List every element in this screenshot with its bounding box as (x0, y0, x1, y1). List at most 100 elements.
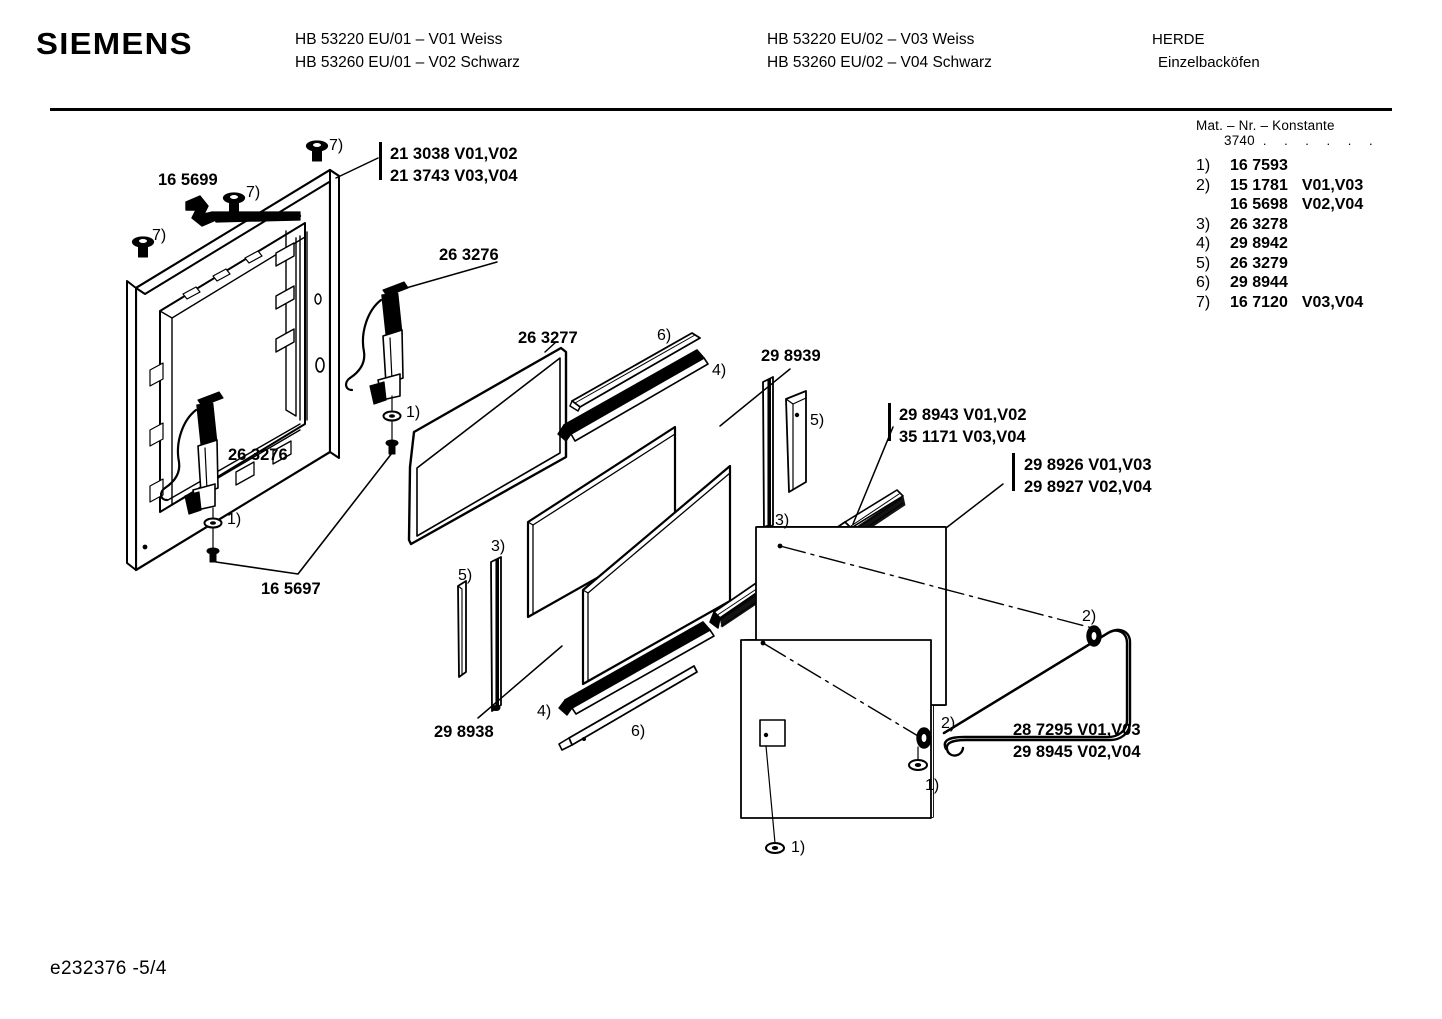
ref-7-top: 7) (329, 137, 344, 154)
grommet-2-left (916, 727, 932, 749)
ref-1-hinge-lower: 1) (227, 511, 242, 528)
ref-6-top-seal: 6) (657, 327, 672, 344)
legend-variant: V03,V04 (1301, 293, 1364, 311)
legend-row: 7) 16 7120 V03,V04 (1196, 294, 1363, 314)
legend-row: 2) 15 1781 V01,V03 (1196, 177, 1363, 197)
ref-3-upper-trim: 3) (775, 512, 790, 529)
callout-top-rail: 29 8943 V01,V02 35 1171 V03,V04 (899, 406, 1027, 446)
ref-4-bottom-seal: 4) (537, 703, 552, 720)
callout-handle-wire: 28 7295 V01,V03 29 8945 V02,V04 (1013, 721, 1141, 761)
hinge-upper-26-3276 (345, 281, 409, 455)
legend-index: 4) (1196, 235, 1211, 252)
legend-block: Mat. – Nr. – Konstante 3740 . . . . . . 1… (1196, 118, 1380, 313)
legend-row: 16 5698 V02,V04 (1196, 196, 1363, 216)
callout-seal-29-8938: 29 8938 (434, 723, 494, 741)
legend-row: 3) 26 3278 (1196, 216, 1363, 236)
callout-hinge-lower: 26 3276 (228, 446, 288, 464)
seal-strip-6-top (569, 332, 701, 412)
legend-variant (1302, 157, 1363, 177)
legend-row: 1) 16 7593 (1196, 157, 1363, 177)
legend-index: 6) (1196, 274, 1211, 291)
grommet-2-right (1086, 625, 1102, 647)
inner-panel-iso (745, 527, 945, 817)
seal-strip-4-bottom (558, 621, 715, 716)
ref-1-hinge-upper: 1) (406, 404, 421, 421)
ref-2-right: 2) (1082, 608, 1097, 625)
legend-table: 1) 16 7593 2) 15 1781 V01,V03 16 5698 V0… (1196, 157, 1363, 313)
legend-index: 7) (1196, 293, 1211, 311)
callout-bracket-16-5699: 16 5699 (158, 171, 218, 189)
legend-variant: V02,V04 (1301, 196, 1364, 213)
callout-seal-29-8939: 29 8939 (761, 347, 821, 365)
legend-part-number: 16 5698 (1230, 196, 1288, 213)
category-column: HERDE Einzelbacköfen (1152, 28, 1260, 74)
ref-4-top-seal: 4) (712, 362, 727, 379)
ref-7-left: 7) (152, 227, 167, 244)
legend-index: 5) (1196, 254, 1211, 272)
glass-panel-inner (581, 464, 732, 686)
model-column-1: HB 53220 EU/01 – V01 Weiss HB 53260 EU/0… (295, 28, 520, 74)
back-panel-far (755, 526, 1101, 717)
glass-panel-middle (526, 425, 677, 619)
legend-row: 6) 29 8944 (1196, 274, 1363, 294)
legend-index: 3) (1196, 215, 1211, 233)
ref-5-upper-trim: 5) (810, 412, 825, 429)
model-line: HB 53220 EU/01 – V01 Weiss (295, 31, 503, 48)
callout-hinge-upper: 26 3276 (439, 246, 499, 264)
back-panel-near (740, 639, 932, 819)
glass-panel-26-3277 (407, 346, 568, 546)
trim-5-lower-left (457, 580, 467, 678)
legend-row: 5) 26 3279 (1196, 255, 1363, 275)
model-line: HB 53220 EU/02 – V03 Weiss (767, 31, 975, 48)
ref-1-panel-bottom: 1) (791, 839, 806, 856)
header-divider (50, 108, 1392, 111)
category-label: HERDE (1152, 31, 1205, 48)
legend-variant (1302, 235, 1363, 255)
legend-part-number: 16 7120 (1230, 293, 1288, 311)
model-column-2: HB 53220 EU/02 – V03 Weiss HB 53260 EU/0… (767, 28, 992, 74)
inner-panel-29-8926 (744, 526, 946, 818)
callout-rod-16-5697: 16 5697 (261, 580, 321, 598)
washer-1-right (908, 746, 928, 771)
callout-bar-strip (888, 403, 891, 441)
screw-7-middle (222, 192, 246, 214)
ref-2-left: 2) (941, 715, 956, 732)
trim-5-upper-right (785, 390, 807, 493)
legend-part-number: 16 7593 (1230, 157, 1288, 174)
callout-frame-panel: 21 3038 V01,V02 21 3743 V03,V04 (390, 145, 518, 185)
legend-part-number: 29 8944 (1230, 274, 1288, 291)
legend-constant-row: 3740 . . . . . . (1224, 133, 1380, 148)
legend-part-number: 15 1781 (1230, 176, 1288, 194)
hinge-lower-26-3276 (160, 391, 224, 563)
seal-strip-6-bottom (558, 665, 698, 751)
ref-1-panel-right: 1) (925, 777, 940, 794)
seal-strip-4-top (557, 349, 709, 442)
legend-variant (1302, 255, 1363, 275)
callout-bar-inner-panel (1012, 453, 1015, 491)
rod-16-5697 (215, 452, 393, 575)
subcategory-label: Einzelbacköfen (1158, 54, 1260, 71)
siemens-logo: SIEMENS (36, 26, 193, 61)
model-line: HB 53260 EU/01 – V02 Schwarz (295, 54, 520, 71)
screw-7-left (131, 236, 155, 258)
legend-index: 1) (1196, 157, 1211, 174)
legend-part-number: 29 8942 (1230, 235, 1288, 252)
callout-inner-panel: 29 8926 V01,V03 29 8927 V02,V04 (1024, 456, 1152, 496)
legend-index (1196, 196, 1230, 216)
legend-constant: 3740 (1224, 133, 1255, 148)
legend-variant: V01,V03 (1301, 176, 1364, 194)
legend-row: 4) 29 8942 (1196, 235, 1363, 255)
legend-variant (1302, 216, 1363, 236)
legend-part-number: 26 3279 (1230, 254, 1288, 272)
model-line: HB 53260 EU/02 – V04 Schwarz (767, 54, 992, 71)
legend-part-number: 26 3278 (1230, 215, 1288, 233)
drawing-number: e232376 -5/4 (50, 958, 167, 979)
trim-3-upper-right (762, 376, 774, 532)
legend-dots: . . . . . . (1262, 133, 1380, 148)
legend-title: Mat. – Nr. – Konstante (1196, 118, 1335, 133)
ref-7-middle: 7) (246, 184, 261, 201)
bracket-16-5699 (185, 195, 302, 227)
callout-bar-frame (379, 142, 382, 180)
callout-glass-26-3277: 26 3277 (518, 329, 578, 347)
